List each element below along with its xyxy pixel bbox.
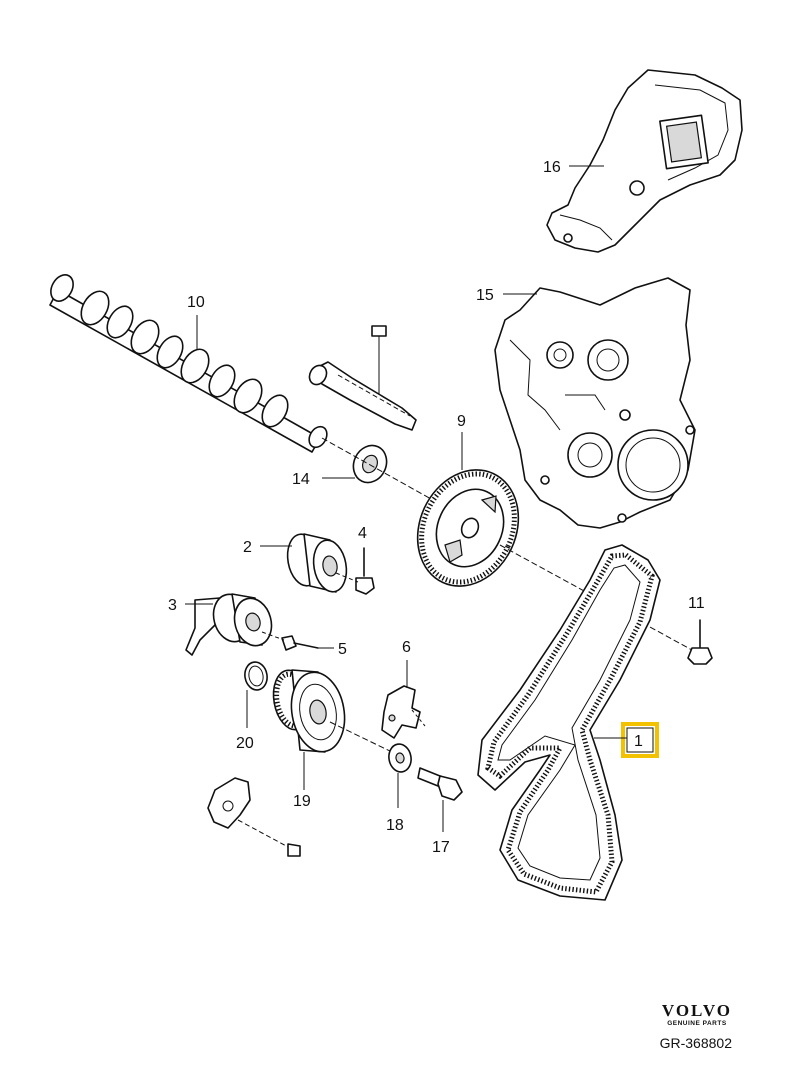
callout-1: 1 [634, 733, 643, 750]
callout-14: 14 [292, 471, 310, 488]
callout-19: 19 [293, 793, 311, 810]
part-10-camshaft[interactable] [46, 271, 330, 453]
part-2-idler-pulley[interactable] [284, 532, 351, 595]
callout-1-box [626, 727, 654, 753]
callout-11: 11 [688, 595, 705, 612]
callout-9: 9 [457, 413, 466, 430]
part-6-bracket[interactable] [381, 685, 426, 739]
part-11-bolt[interactable] [687, 619, 713, 665]
part-20-o-ring[interactable] [243, 660, 270, 691]
callout-2: 2 [243, 539, 252, 556]
callout-20: 20 [236, 735, 254, 752]
volvo-genuine-parts-logo: VOLVO GENUINE PARTS [662, 1002, 732, 1028]
callout-1-highlight [621, 722, 659, 758]
part-18-washer[interactable] [387, 742, 414, 773]
part-17-bolt[interactable] [417, 767, 463, 801]
callout-3: 3 [168, 597, 177, 614]
diagram-reference-code: GR-368802 [659, 1035, 732, 1051]
callout-4: 4 [358, 525, 367, 542]
crankshaft-sensor-bracket[interactable] [207, 777, 301, 857]
callout-6: 6 [402, 639, 411, 656]
part-3-tensioner[interactable] [185, 590, 277, 656]
part-1-timing-belt[interactable] [477, 544, 661, 901]
part-14-washer[interactable] [347, 440, 392, 488]
callout-15: 15 [476, 287, 494, 304]
part-16-timing-cover-upper[interactable] [546, 69, 743, 253]
callout-16: 16 [543, 159, 561, 176]
brand-tagline: GENUINE PARTS [667, 1020, 727, 1027]
part-4-bolt[interactable] [335, 547, 375, 595]
callout-17: 17 [432, 839, 450, 856]
part-15-inner-timing-cover[interactable] [494, 277, 696, 529]
callout-10: 10 [187, 294, 205, 311]
callout-18: 18 [386, 817, 404, 834]
part-5-bolt[interactable] [261, 631, 319, 651]
part-9-camshaft-sprocket[interactable] [399, 453, 537, 602]
part-19-crankshaft-sprocket[interactable] [269, 667, 350, 756]
brand-name: VOLVO [661, 1001, 732, 1020]
callout-5: 5 [338, 641, 347, 658]
camshaft-sensor[interactable] [306, 325, 417, 431]
